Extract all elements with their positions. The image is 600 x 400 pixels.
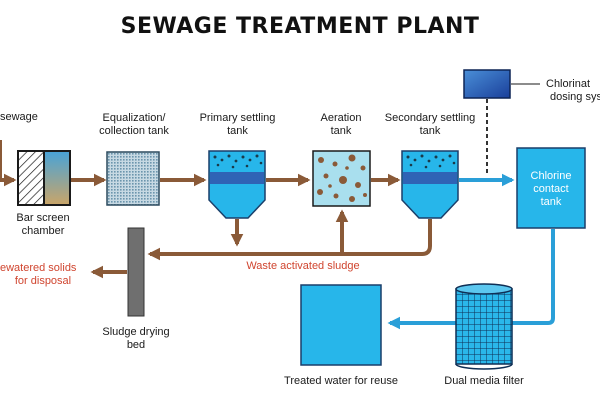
label-chlorine-dosing: Chlorinat dosing sys	[546, 78, 600, 104]
sewage-inlet-pipe	[0, 140, 17, 187]
secondary-settling-tank	[401, 150, 459, 219]
primary-line2: tank	[227, 125, 248, 137]
page-title: SEWAGE TREATMENT PLANT	[120, 14, 480, 39]
contact-line3: tank	[540, 196, 562, 208]
equalization-line1: Equalization/	[102, 112, 166, 124]
label-aeration: Aeration tank	[306, 112, 376, 138]
aeration-line1: Aeration	[320, 112, 362, 124]
drying-bed-line1: Sludge drying	[102, 326, 170, 338]
equalization-line2: collection tank	[99, 125, 169, 137]
label-bar-screen: Bar screen chamber	[12, 212, 74, 238]
dewatered-line2: for disposal	[14, 275, 72, 287]
label-sewage: sewage	[0, 111, 42, 124]
bar-screen-line1: Bar screen	[16, 212, 70, 224]
label-dual-media-filter: Dual media filter	[426, 375, 542, 388]
sludge-return-lines	[147, 209, 432, 261]
dosing-line2: dosing sys	[550, 91, 600, 103]
label-treated-water: Treated water for reuse	[266, 375, 416, 388]
aeration-tank	[312, 150, 371, 207]
label-secondary-settling: Secondary settling tank	[372, 112, 488, 138]
primary-settling-tank	[208, 150, 266, 219]
dual-media-filter	[455, 283, 513, 370]
treated-water-text: Treated water for reuse	[284, 375, 398, 387]
equalization-tank	[106, 151, 160, 206]
label-chlorine-contact: Chlorine contact tank	[517, 170, 585, 209]
sludge-drying-bed	[127, 227, 145, 317]
dewatered-line1: ewatered solids	[0, 262, 77, 274]
secondary-line1: Secondary settling	[384, 112, 476, 124]
chlorine-dosing-box	[463, 69, 511, 99]
label-waste-sludge: Waste activated sludge	[228, 260, 378, 273]
label-dewatered-solids: ewatered solids for disposal	[0, 262, 86, 288]
flow-line-contact-to-treated	[387, 229, 555, 330]
bar-screen-chamber	[17, 150, 71, 206]
label-sludge-drying-bed: Sludge drying bed	[86, 326, 186, 352]
bar-screen-line2: chamber	[21, 225, 65, 237]
primary-line1: Primary settling	[199, 112, 276, 124]
contact-line1: Chlorine	[530, 170, 572, 182]
aeration-line2: tank	[330, 125, 352, 137]
treated-water-tank	[300, 284, 382, 366]
dosing-line1: Chlorinat	[546, 78, 591, 90]
contact-line2: contact	[533, 183, 569, 195]
label-primary-settling: Primary settling tank	[190, 112, 285, 138]
dual-filter-text: Dual media filter	[444, 375, 524, 387]
label-equalization: Equalization/ collection tank	[88, 112, 180, 138]
chlorine-contact-tank	[516, 147, 586, 229]
sewage-text: sewage	[0, 111, 38, 123]
waste-sludge-text: Waste activated sludge	[246, 260, 360, 272]
secondary-line2: tank	[419, 125, 441, 137]
drying-bed-line2: bed	[126, 339, 146, 351]
